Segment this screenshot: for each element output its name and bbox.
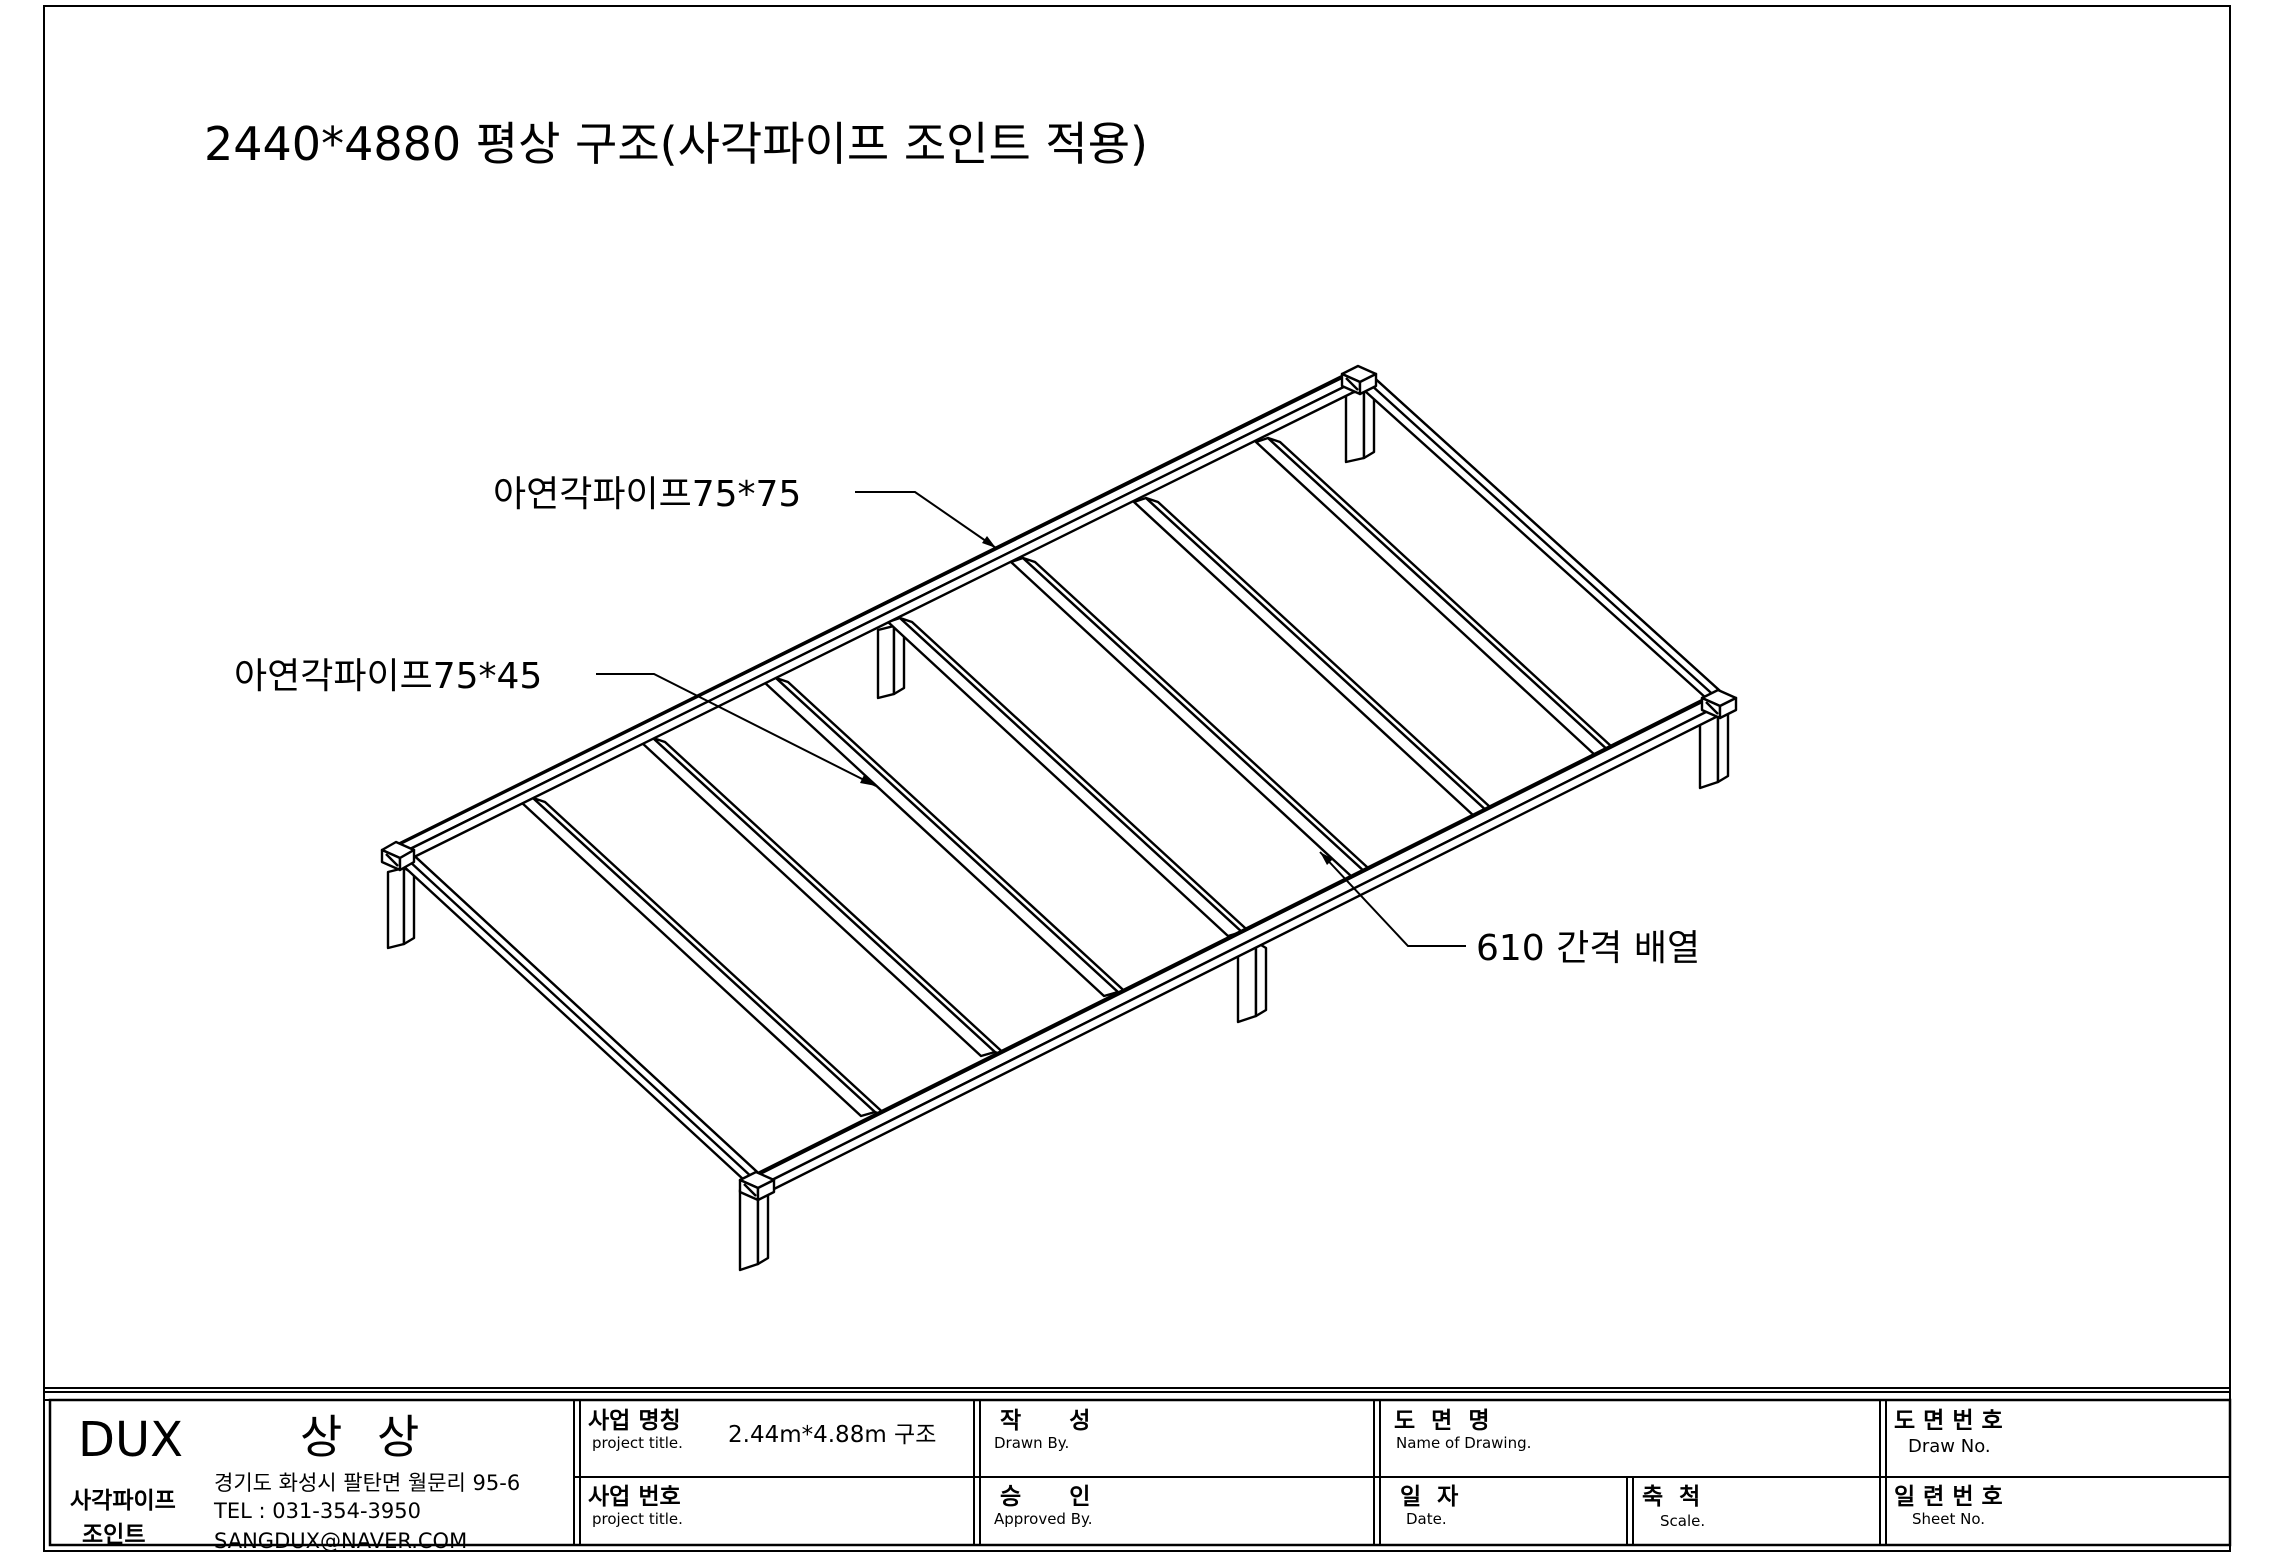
company-name: 상 상 — [300, 1410, 429, 1464]
drawing-title: 2440*4880 평상 구조(사각파이프 조인트 적용) — [204, 117, 1148, 171]
company-email: SANGDUX@NAVER.COM — [214, 1529, 467, 1553]
callout-pipe-75x75-label: 아연각파이프75*75 — [493, 474, 801, 515]
callout-spacing-leader — [1319, 851, 1466, 947]
sheet-no-label: 일 련 번 호 — [1894, 1484, 2003, 1510]
beam-right-end — [1344, 368, 1732, 712]
title-block-lines — [44, 1387, 2232, 1547]
joist-5 — [1009, 556, 1381, 880]
product-line-1: 사각파이프 — [70, 1488, 176, 1514]
callout-pipe-75x75: 아연각파이프75*75 — [493, 474, 997, 549]
scale-label: 축 척 — [1642, 1484, 1700, 1510]
project-name-label: 사업 명칭 — [588, 1408, 681, 1434]
title-block: DUX 상 상 사각파이프 조인트 경기도 화성시 팔탄면 월문리 95-6 T… — [44, 1387, 2232, 1553]
callout-spacing-arrow — [1320, 852, 1333, 865]
joist-2 — [639, 736, 1011, 1060]
leg-front — [738, 1182, 770, 1272]
leg-right — [1698, 706, 1730, 790]
callout-spacing-label: 610 간격 배열 — [1476, 928, 1700, 969]
sheet-no-label-en: Sheet No. — [1912, 1510, 1985, 1528]
callout-pipe-75x75-leader — [855, 491, 997, 549]
brand-logo-text: DUX — [78, 1412, 183, 1468]
scale-label-en: Scale. — [1660, 1512, 1705, 1530]
drawing-name-label: 도 면 명 — [1394, 1408, 1490, 1434]
corner-joint-back — [1340, 364, 1378, 396]
leg-mid-left — [876, 624, 906, 700]
product-line-2: 조인트 — [82, 1522, 145, 1548]
project-name-value: 2.44m*4.88m 구조 — [728, 1422, 936, 1448]
joist-3 — [762, 676, 1134, 1000]
draw-no-label: 도 면 번 호 — [1894, 1408, 2003, 1434]
perimeter-beams — [384, 368, 1732, 1194]
company-tel: TEL : 031-354-3950 — [213, 1499, 421, 1523]
callout-spacing: 610 간격 배열 — [1319, 851, 1700, 969]
project-no-label-en: project title. — [592, 1510, 683, 1528]
callout-pipe-75x45-label: 아연각파이프75*45 — [234, 656, 542, 697]
callout-pipe-75x45: 아연각파이프75*45 — [234, 656, 877, 787]
joist-4 — [886, 616, 1258, 940]
beam-back-long — [384, 368, 1372, 862]
corner-joint-front — [738, 1170, 776, 1202]
drawn-by-label-en: Drawn By. — [994, 1434, 1069, 1452]
drawn-by-label: 작 성 — [1000, 1408, 1090, 1434]
joist-6 — [1132, 496, 1504, 820]
date-label: 일 자 — [1400, 1484, 1458, 1510]
joist-1 — [519, 796, 891, 1120]
callout-pipe-75x45-leader — [596, 673, 877, 787]
leg-left — [386, 866, 416, 950]
drawing-name-label-en: Name of Drawing. — [1396, 1434, 1531, 1452]
company-address: 경기도 화성시 팔탄면 월문리 95-6 — [214, 1471, 520, 1495]
approved-by-label-en: Approved By. — [994, 1510, 1093, 1528]
corner-joints — [380, 364, 1738, 1202]
joists — [519, 436, 1626, 1120]
leg-back — [1344, 388, 1376, 464]
project-name-label-en: project title. — [592, 1434, 683, 1452]
joist-7 — [1254, 436, 1626, 760]
draw-no-label-en: Draw No. — [1908, 1436, 1991, 1457]
date-label-en: Date. — [1406, 1510, 1447, 1528]
beam-left-end — [384, 844, 770, 1194]
corner-joint-right — [1700, 688, 1738, 720]
sheet-border — [43, 5, 2231, 1552]
project-no-label: 사업 번호 — [588, 1484, 681, 1510]
callout-pipe-75x45-arrow — [860, 775, 876, 786]
frame-structure — [380, 364, 1738, 1272]
corner-joint-left — [380, 840, 416, 872]
approved-by-label: 승 인 — [1000, 1484, 1090, 1510]
callout-pipe-75x75-arrow — [982, 536, 996, 548]
